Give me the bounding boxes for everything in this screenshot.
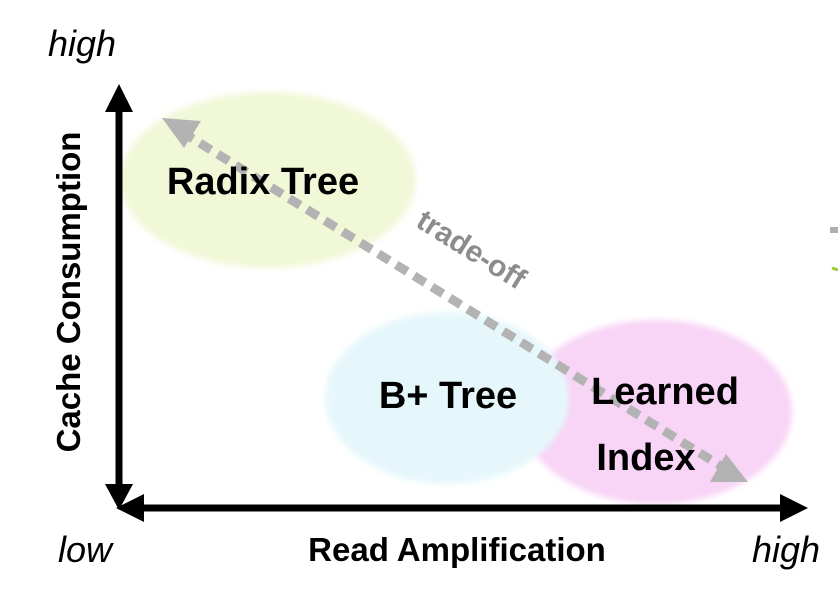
edge-green-mark	[831, 266, 838, 272]
y-axis-arrowhead-bottom	[105, 484, 133, 510]
tradeoff-arrow-line	[179, 128, 727, 472]
b-plus-tree-label: B+ Tree	[379, 375, 517, 417]
y-axis-high-label: high	[48, 23, 116, 64]
x-axis-title: Read Amplification	[308, 531, 606, 568]
radix-tree-label: Radix Tree	[167, 161, 359, 203]
x-axis-low-label: low	[58, 529, 114, 570]
y-axis-title: Cache Consumption	[50, 132, 87, 453]
y-axis-arrowhead-top	[105, 84, 133, 112]
x-axis-arrowhead-left	[116, 494, 144, 522]
b-plus-tree-region	[325, 312, 569, 484]
x-axis-arrowhead-right	[780, 494, 808, 522]
learned-index-label-line2: Index	[596, 437, 695, 479]
x-axis-high-label: high	[752, 529, 820, 570]
tradeoff-arrowhead-bottom-right	[710, 454, 748, 482]
tradeoff-label: trade-off	[411, 204, 533, 297]
learned-index-label-line1: Learned	[591, 371, 739, 413]
tradeoff-arrowhead-top-left	[162, 118, 201, 148]
